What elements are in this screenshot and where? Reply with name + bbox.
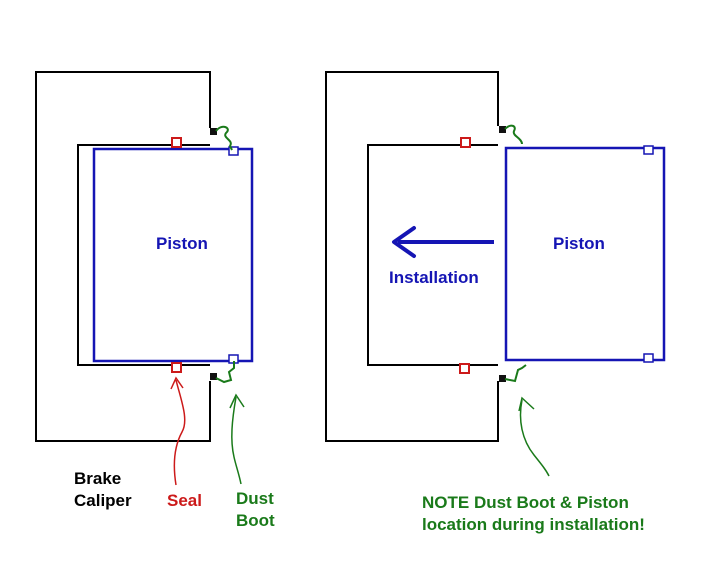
installation-arrowhead xyxy=(392,226,416,258)
right-dust-boot-bottom xyxy=(504,364,527,383)
left-piston-groove-top xyxy=(228,146,239,156)
left-piston-label: Piston xyxy=(156,234,208,253)
boot-pointer-arrow xyxy=(231,396,242,485)
brake-caliper-label-line1: Brake xyxy=(74,469,121,488)
right-seal-bottom xyxy=(459,363,470,374)
right-seal-top xyxy=(460,137,471,148)
note-line1: NOTE Dust Boot & Piston xyxy=(422,493,629,512)
right-dust-boot-top xyxy=(504,124,523,145)
left-caliper-body xyxy=(35,71,211,442)
left-seal-bottom xyxy=(171,362,182,373)
seal-pointer-arrow xyxy=(173,379,186,486)
right-piston-groove-top xyxy=(643,145,654,155)
right-piston xyxy=(504,146,666,362)
installation-label: Installation xyxy=(389,268,479,287)
brake-caliper-label-line2: Caliper xyxy=(74,491,132,510)
left-boot-clip-top xyxy=(210,128,217,135)
right-panel: Piston Installation NOTE Dust Boot & Pis… xyxy=(325,71,666,534)
right-piston-label: Piston xyxy=(553,234,605,253)
right-boot-clip-bottom xyxy=(499,375,506,382)
right-caliper-body xyxy=(325,71,499,442)
note-pointer-arrow xyxy=(519,399,550,477)
right-boot-clip-top xyxy=(499,126,506,133)
seal-label: Seal xyxy=(167,491,202,510)
dust-boot-label-line1: Dust xyxy=(236,489,274,508)
left-seal-top xyxy=(171,137,182,148)
dust-boot-label-line2: Boot xyxy=(236,511,275,530)
boot-pointer-arrowhead xyxy=(229,393,245,409)
left-panel: Piston Brake Caliper Seal Dust Boot xyxy=(35,71,275,530)
right-piston-groove-bottom xyxy=(643,353,654,363)
note-line2: location during installation! xyxy=(422,515,645,534)
left-dust-boot-top xyxy=(215,125,233,151)
left-boot-clip-bottom xyxy=(210,373,217,380)
seal-pointer-arrowhead xyxy=(170,376,184,390)
note-pointer-arrowhead xyxy=(518,396,535,412)
left-piston xyxy=(92,147,254,363)
left-dust-boot-bottom xyxy=(215,361,235,384)
